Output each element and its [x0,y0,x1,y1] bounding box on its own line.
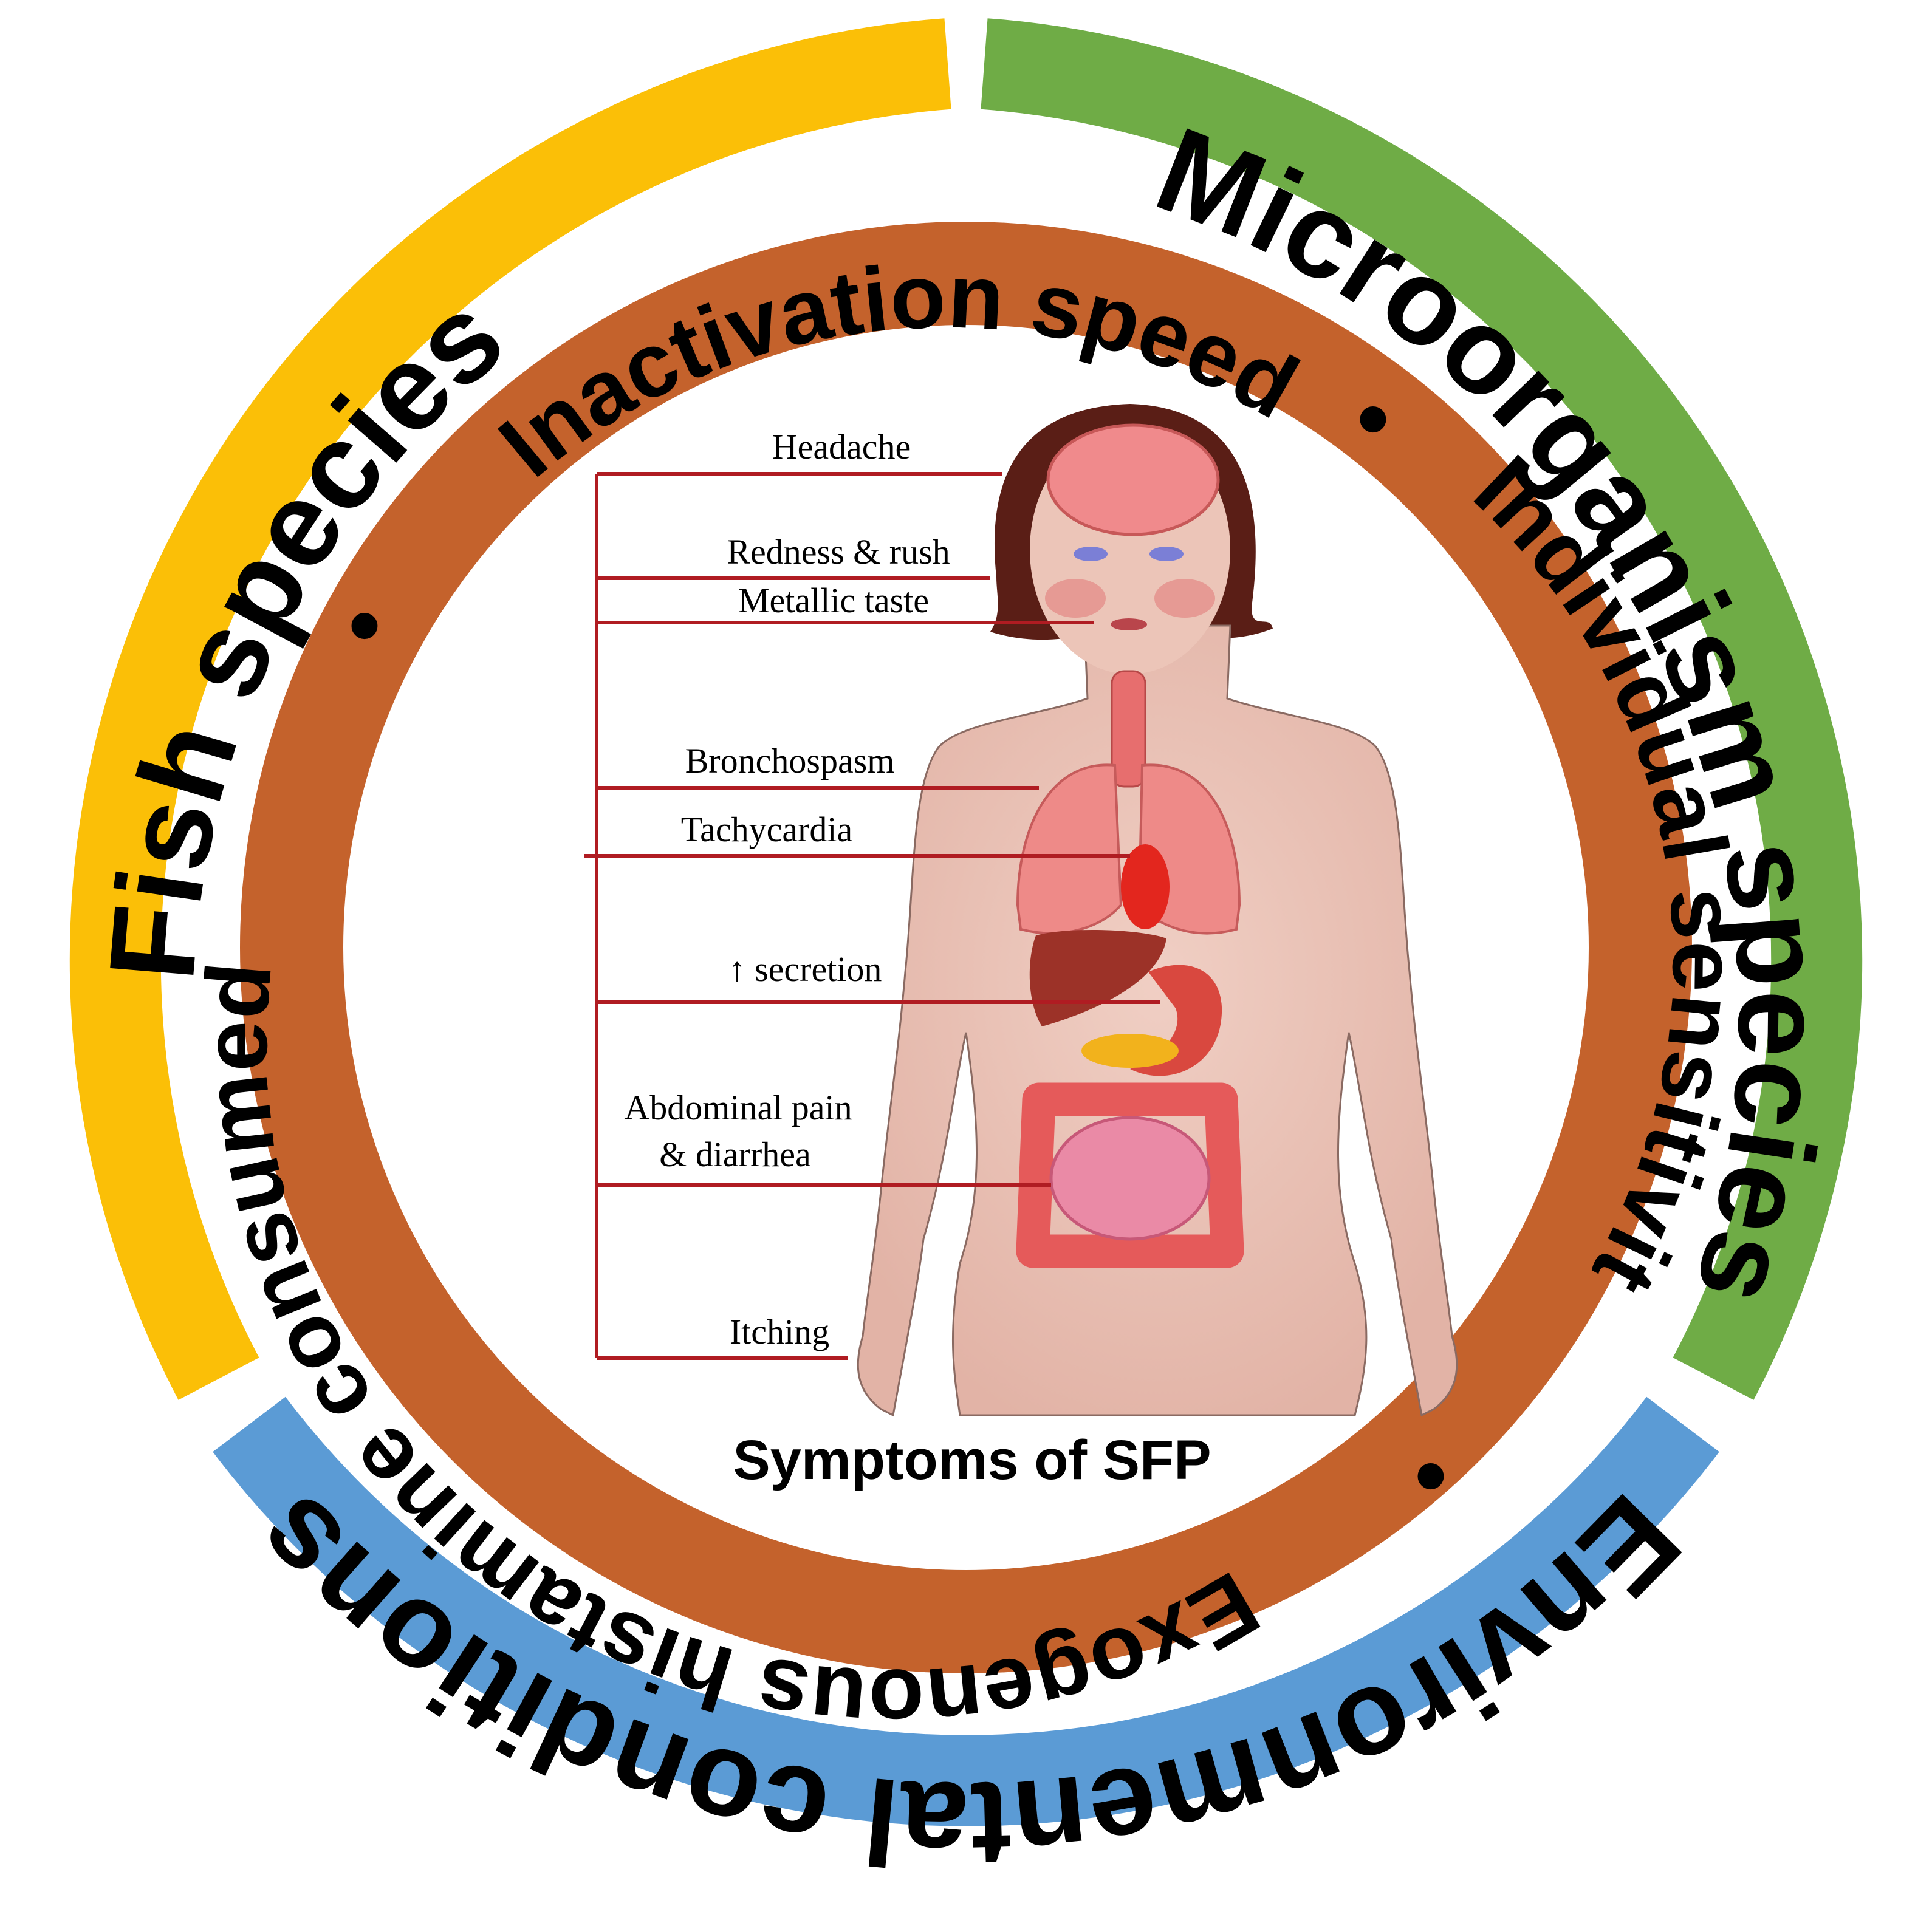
torso [857,624,1458,1417]
left-cheek [1045,579,1106,618]
microorganism-species-arc [981,18,1863,1400]
redness-label: Redness & rush [727,532,950,572]
environmental-conditions-arc [213,1396,1719,1826]
symptom-leader-lines [584,472,1160,1360]
separator-dot-bottom-right: • [1415,1424,1447,1526]
bronchospasm-label: Bronchospasm [685,741,895,780]
fish-species-arc [69,18,951,1400]
human-body-illustration [857,404,1458,1417]
mouth [1111,618,1147,630]
headache-label: Headache [772,427,911,466]
large-intestine [1016,1082,1244,1268]
inner-ring [240,222,1692,1673]
pancreas [1081,1034,1179,1068]
abdominal-label-line2: & diarrhea [659,1135,811,1174]
separator-dot-top-right: • [1357,367,1389,469]
tachycardia-label: Tachycardia [681,810,853,849]
left-eye [1074,547,1108,561]
right-cheek [1154,579,1215,618]
trachea [1111,670,1146,788]
small-intestine [1049,1116,1211,1241]
heart [1121,844,1170,929]
itching-label: Itching [730,1312,829,1351]
abdominal-label-line1: Abdominal pain [624,1088,852,1127]
left-lung [1016,763,1123,935]
caption-symptoms-of-sfp: Symptoms of SFP [733,1429,1211,1491]
secretion-label: ↑ secretion [728,949,882,989]
separator-dot-top-left: • [349,573,381,675]
right-eye [1149,547,1184,561]
brain [1046,423,1220,536]
stomach [1130,965,1222,1076]
metallic-taste-label: Metallic taste [738,581,929,620]
